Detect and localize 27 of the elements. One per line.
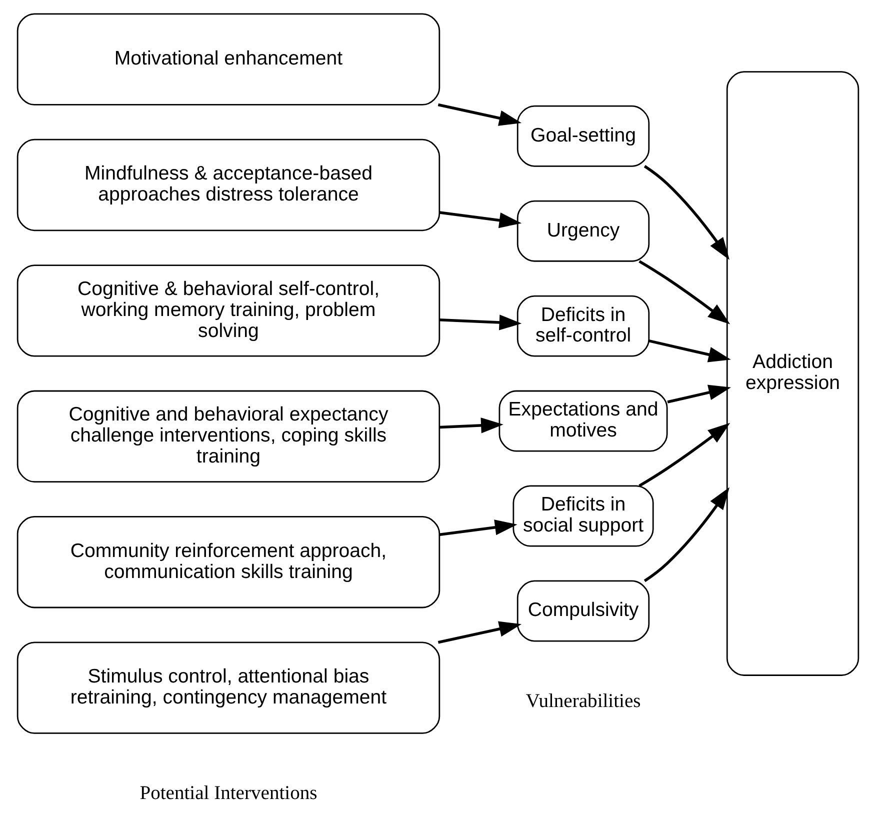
arrow bbox=[438, 103, 522, 126]
node-box: Expectations and motives bbox=[498, 390, 668, 452]
node-box: Deficits in social support bbox=[512, 485, 654, 547]
node-box: Addiction expression bbox=[726, 71, 860, 676]
arrow bbox=[644, 164, 730, 260]
node-box: Stimulus control, attentional bias retraining, contingency management bbox=[16, 642, 440, 734]
node-box: Goal-setting bbox=[516, 105, 650, 167]
arrow bbox=[440, 211, 522, 228]
node-box: Motivational enhancement bbox=[16, 13, 440, 106]
node-box: Mindfulness & acceptance-based approaches distress tolerance bbox=[16, 138, 440, 232]
arrow bbox=[644, 487, 730, 582]
arrow bbox=[440, 418, 504, 434]
arrow bbox=[440, 314, 522, 330]
label: Vulnerabilities bbox=[526, 690, 641, 712]
arrow bbox=[667, 384, 732, 404]
arrow bbox=[638, 422, 730, 488]
node-box: Deficits in self-control bbox=[516, 295, 650, 357]
node-box: Cognitive and behavioral expectancy challenge interventions, coping skills training bbox=[16, 390, 440, 482]
node-box: Compulsivity bbox=[516, 580, 650, 642]
arrow bbox=[438, 621, 522, 644]
node-box: Urgency bbox=[516, 200, 650, 262]
node-box: Cognitive & behavioral self-control, working memory training, problem solving bbox=[16, 264, 440, 357]
node-box: Community reinforcement approach, communication skills training bbox=[16, 516, 440, 608]
label: Potential Interventions bbox=[140, 783, 318, 804]
arrow bbox=[638, 260, 730, 324]
arrow bbox=[440, 520, 518, 536]
arrow bbox=[648, 339, 731, 362]
